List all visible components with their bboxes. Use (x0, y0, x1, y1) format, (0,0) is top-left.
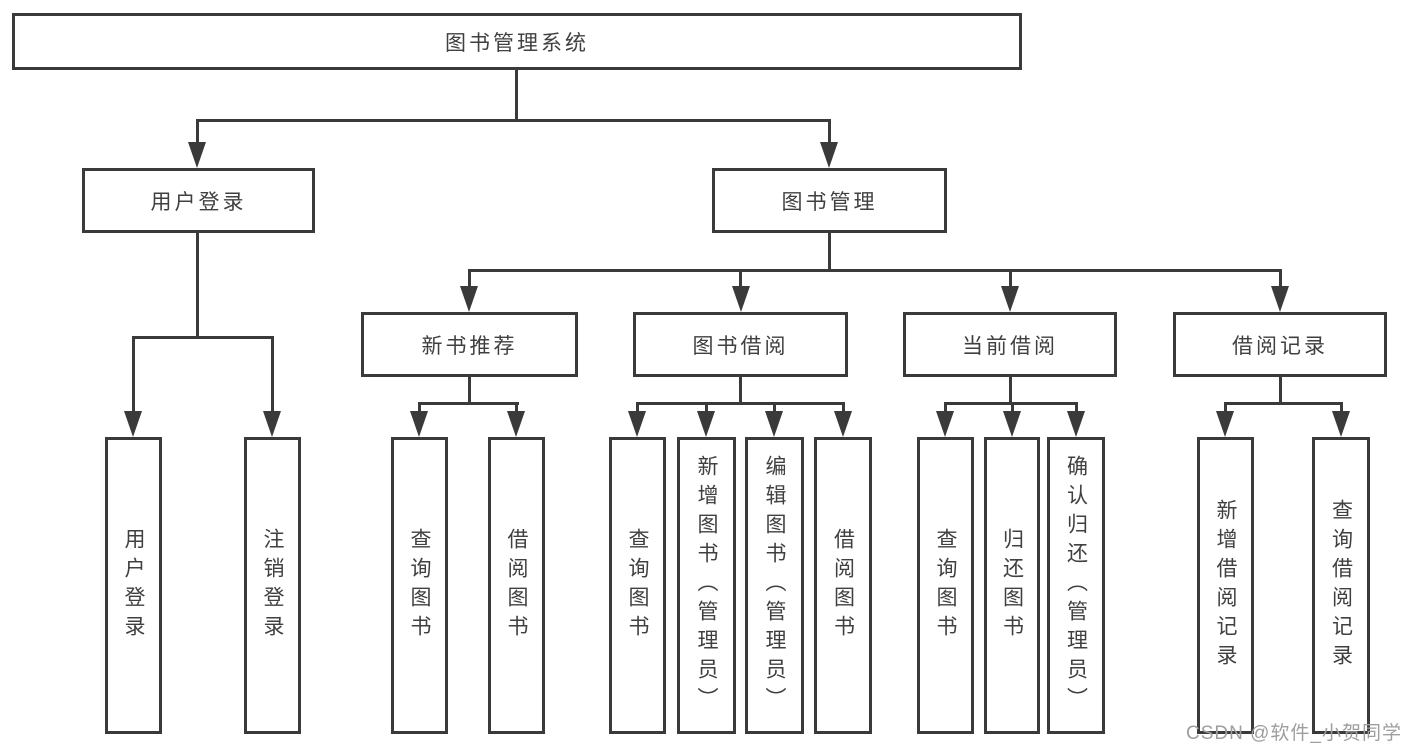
arrowhead-nbr-query (410, 411, 428, 437)
node-label: 借阅记录 (1232, 334, 1328, 358)
connector-root-vertical (515, 70, 518, 121)
arrowhead-br-add (1216, 411, 1234, 437)
connector-bookmgmt-horizontal (468, 269, 1282, 272)
node-label: 新书推荐 (421, 334, 518, 358)
leaf-nbr-query-books: 查询图书 (391, 437, 448, 734)
node-new-book-recommendation: 新书推荐 (361, 312, 578, 377)
connector-root-horizontal (196, 119, 831, 122)
node-book-borrowing: 图书借阅 (633, 312, 848, 377)
leaf-user-login: 用户登录 (105, 437, 162, 734)
arrowhead-borrowing-records (1271, 286, 1289, 312)
arrowhead-user-login (188, 142, 206, 168)
connector-stem-book-borrowing (739, 269, 742, 288)
leaf-label: 借阅图书 (505, 527, 528, 644)
arrowhead-cb-confirm (1067, 411, 1085, 437)
node-label: 当前借阅 (962, 334, 1058, 358)
connector-stem-borrowing-records (1279, 269, 1282, 288)
connector-bb-vertical (739, 377, 742, 405)
leaf-logout: 注销登录 (244, 437, 301, 734)
leaf-bb-query-books: 查询图书 (609, 437, 666, 734)
connector-stem-user-login (196, 119, 199, 143)
leaf-bb-borrow-books: 借阅图书 (814, 437, 872, 734)
arrowhead-bb-borrow (834, 411, 852, 437)
arrowhead-new-book (460, 286, 478, 312)
arrowhead-book-borrowing (732, 286, 750, 312)
leaf-label: 查询图书 (408, 527, 431, 644)
connector-stem-book-management (828, 119, 831, 143)
connector-stem-bb-edit (773, 402, 776, 413)
connector-stem-leaf-logout (271, 336, 274, 412)
leaf-cb-return-books: 归还图书 (984, 437, 1040, 734)
arrowhead-bb-add (697, 411, 715, 437)
connector-nbr-vertical (468, 377, 471, 405)
arrowhead-book-management (820, 142, 838, 168)
connector-stem-bb-borrow (842, 402, 845, 413)
connector-stem-new-book (468, 269, 471, 288)
connector-stem-bb-query (636, 402, 639, 413)
connector-stem-nbr-query (418, 402, 421, 413)
node-library-management-system: 图书管理系统 (12, 13, 1022, 70)
leaf-cb-query-books: 查询图书 (917, 437, 974, 734)
arrowhead-cb-return (1003, 411, 1021, 437)
leaf-label: 确认归还（管理员） (1064, 455, 1088, 716)
leaf-bb-add-books-admin: 新增图书（管理员） (677, 437, 736, 734)
leaf-label: 查询图书 (934, 527, 957, 644)
leaf-label: 新增图书（管理员） (695, 455, 718, 716)
leaf-label: 查询图书 (626, 527, 649, 644)
leaf-label: 用户登录 (122, 527, 145, 644)
arrowhead-leaf-logout (263, 411, 281, 437)
leaf-label: 注销登录 (261, 527, 284, 644)
connector-br-horizontal (1224, 402, 1342, 405)
connector-br-vertical (1279, 377, 1282, 405)
connector-nbr-horizontal (418, 402, 519, 405)
connector-stem-cb-query (944, 402, 947, 413)
leaf-label: 归还图书 (1000, 527, 1024, 644)
connector-stem-leaf-user-login (132, 336, 135, 412)
leaf-label: 查询借阅记录 (1329, 498, 1353, 673)
arrowhead-nbr-borrow (507, 411, 525, 437)
node-label: 图书管理 (781, 190, 878, 214)
node-user-login: 用户登录 (82, 168, 315, 233)
connector-stem-cb-return (1011, 402, 1014, 413)
connector-stem-cb-confirm (1075, 402, 1078, 413)
leaf-bb-edit-books-admin: 编辑图书（管理员） (745, 437, 804, 734)
connector-userlogin-horizontal (132, 336, 273, 339)
arrowhead-cb-query (936, 411, 954, 437)
csdn-watermark: CSDN @软件_小贺同学 (1186, 723, 1402, 744)
connector-bb-horizontal (636, 402, 845, 405)
node-current-borrowing: 当前借阅 (903, 312, 1117, 377)
node-label: 图书借阅 (692, 334, 789, 358)
node-label: 用户登录 (150, 190, 247, 214)
connector-cb-vertical (1009, 377, 1012, 405)
leaf-label: 新增借阅记录 (1214, 498, 1237, 673)
node-book-management: 图书管理 (712, 168, 947, 233)
leaf-label: 借阅图书 (831, 527, 855, 644)
node-label: 图书管理系统 (445, 31, 589, 55)
connector-stem-bb-add (705, 402, 708, 413)
connector-stem-current-borrowing (1009, 269, 1012, 288)
arrowhead-bb-edit (765, 411, 783, 437)
node-borrowing-records: 借阅记录 (1173, 312, 1387, 377)
connector-stem-nbr-borrow (515, 402, 518, 413)
leaf-nbr-borrow-books: 借阅图书 (488, 437, 545, 734)
arrowhead-leaf-user-login (124, 411, 142, 437)
connector-bookmgmt-vertical (828, 233, 831, 272)
leaf-label: 编辑图书（管理员） (763, 455, 786, 716)
connector-stem-br-add (1224, 402, 1227, 413)
leaf-br-add-record: 新增借阅记录 (1197, 437, 1254, 734)
connector-stem-br-query (1340, 402, 1343, 413)
arrowhead-bb-query (628, 411, 646, 437)
arrowhead-br-query (1332, 411, 1350, 437)
leaf-br-query-record: 查询借阅记录 (1312, 437, 1370, 734)
arrowhead-current-borrowing (1001, 286, 1019, 312)
connector-userlogin-vertical (196, 233, 199, 339)
leaf-cb-confirm-return-admin: 确认归还（管理员） (1047, 437, 1105, 734)
